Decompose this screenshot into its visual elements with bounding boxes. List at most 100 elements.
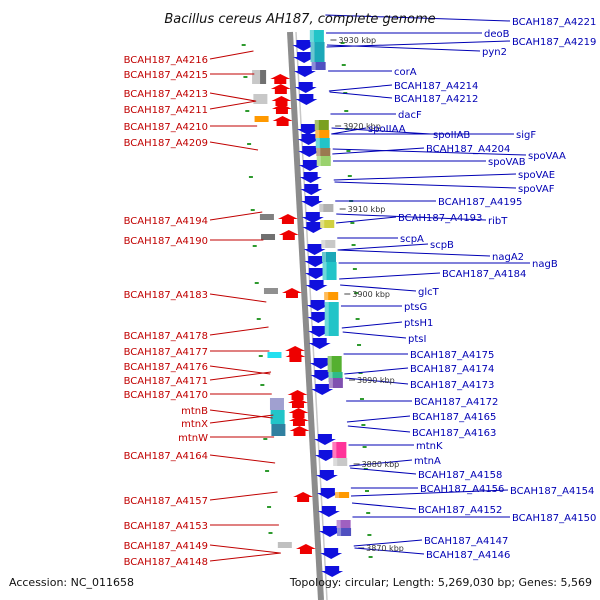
scale-tick-label: 3900 kbp xyxy=(352,290,390,299)
scale-tick-label: 3920 kbp xyxy=(343,122,381,131)
gene-arrow-reverse xyxy=(309,358,332,369)
leader-line-right xyxy=(331,127,367,135)
leader-line-right xyxy=(325,14,511,22)
gene-arrow-reverse xyxy=(306,300,329,311)
gene-category-block xyxy=(254,116,269,122)
gene-label-left: BCAH187_A4178 xyxy=(124,331,208,342)
gene-label-right: ribT xyxy=(488,216,508,227)
gc-marker-left xyxy=(245,110,250,112)
gene-label-right: BCAH187_A4147 xyxy=(424,536,508,547)
gene-arrow-forward xyxy=(288,408,309,418)
gene-arrow-reverse xyxy=(310,370,333,381)
gc-marker-left xyxy=(258,355,263,357)
gene-category-shade xyxy=(328,372,333,382)
gene-arrow-forward xyxy=(281,288,302,298)
gene-category-block xyxy=(321,240,336,248)
gene-label-right: BCAH187_A4165 xyxy=(412,412,496,423)
gc-marker-right xyxy=(346,150,351,152)
gene-label-right: nagA2 xyxy=(492,252,524,263)
gene-label-right: dacF xyxy=(398,110,422,121)
gene-label-left: BCAH187_A4153 xyxy=(124,521,208,532)
scale-tick-label: 3880 kbp xyxy=(362,460,400,469)
gene-label-left: BCAH187_A4149 xyxy=(124,541,208,552)
gene-category-block xyxy=(253,94,268,104)
gene-label-right: glcT xyxy=(418,287,440,298)
leader-line-right xyxy=(333,173,517,181)
gene-category-block xyxy=(328,378,343,388)
genome-backbone xyxy=(287,31,324,600)
gene-category-block xyxy=(322,262,337,280)
gene-label-left: mtnW xyxy=(178,433,208,444)
gc-marker-right xyxy=(358,372,363,374)
gene-category-shade xyxy=(322,262,327,280)
gene-category-shade xyxy=(315,130,320,138)
gene-label-right: nagB xyxy=(532,259,558,270)
gene-label-right: spoVAF xyxy=(518,184,555,195)
gene-arrow-forward xyxy=(293,492,314,502)
gene-category-shade xyxy=(320,220,325,228)
gene-category-shade xyxy=(310,42,315,62)
gene-label-left: BCAH187_A4177 xyxy=(124,347,208,358)
gene-category-shade xyxy=(337,528,342,536)
leader-line-left xyxy=(209,544,281,554)
gene-arrow-reverse xyxy=(315,470,338,481)
gene-category-block xyxy=(259,214,274,220)
gene-arrow-reverse xyxy=(304,268,327,279)
leader-line-left xyxy=(209,365,271,375)
gene-arrow-reverse xyxy=(299,172,322,183)
gene-label-right: sigF xyxy=(516,130,536,141)
gene-category-shade xyxy=(336,520,341,528)
gene-arrow-reverse xyxy=(311,384,334,395)
gene-label-left: mtnX xyxy=(181,419,208,430)
gene-label-right: mtnA xyxy=(414,456,441,467)
gene-arrow-reverse xyxy=(307,312,330,323)
leader-line-right xyxy=(350,467,417,475)
leader-line-right xyxy=(332,148,527,156)
gene-label-right: BCAH187_A4193 xyxy=(398,213,482,224)
scale-tick-label: 3870 kbp xyxy=(366,544,404,553)
gene-label-left: mtnB xyxy=(181,406,208,417)
gene-category-shade xyxy=(309,30,314,42)
gene-arrow-reverse xyxy=(320,548,343,559)
gc-marker-right xyxy=(343,92,348,94)
gene-arrow-reverse xyxy=(292,40,315,51)
gene-arrow-forward xyxy=(287,398,308,408)
leader-line-right xyxy=(327,44,481,52)
gene-category-shade xyxy=(319,204,324,212)
gene-label-right: BCAH187_A4173 xyxy=(410,380,494,391)
gene-label-left: BCAH187_A4194 xyxy=(124,216,208,227)
gc-marker-right xyxy=(340,42,345,44)
gc-marker-left xyxy=(254,282,259,284)
gene-category-shade xyxy=(333,458,338,466)
gene-arrow-reverse xyxy=(293,66,316,77)
gene-arrow-forward xyxy=(277,214,298,224)
gc-marker-left xyxy=(250,209,255,211)
gene-arrow-reverse xyxy=(308,338,331,349)
gene-label-right: BCAH187_A4163 xyxy=(412,428,496,439)
leader-line-left xyxy=(209,371,272,381)
gc-marker-right xyxy=(352,268,357,270)
gene-category-block xyxy=(315,138,330,148)
gc-marker-right xyxy=(367,534,372,536)
leader-line-right xyxy=(339,272,441,280)
scale-tick-label: 3930 kbp xyxy=(338,36,376,45)
gc-marker-left xyxy=(267,506,272,508)
gene-label-left: BCAH187_A4213 xyxy=(124,89,208,100)
leader-line-right xyxy=(337,243,429,251)
gene-category-block xyxy=(309,30,324,42)
gene-label-right: BCAH187_A4158 xyxy=(418,470,502,481)
gc-marker-right xyxy=(364,490,369,492)
gene-arrow-reverse xyxy=(316,488,339,499)
gc-marker-left xyxy=(241,44,246,46)
leader-line-right xyxy=(345,377,409,385)
gene-label-right: BCAH187_A4152 xyxy=(418,505,502,516)
gene-category-block xyxy=(322,252,337,262)
gene-label-right: spoIIAB xyxy=(433,130,470,141)
gene-category-shade xyxy=(322,252,327,262)
leader-line-right xyxy=(354,547,425,555)
gene-label-right: corA xyxy=(394,67,417,78)
gc-marker-left xyxy=(252,245,257,247)
gc-marker-right xyxy=(355,318,360,320)
gene-category-block xyxy=(316,148,331,156)
leader-line-left xyxy=(209,211,263,221)
